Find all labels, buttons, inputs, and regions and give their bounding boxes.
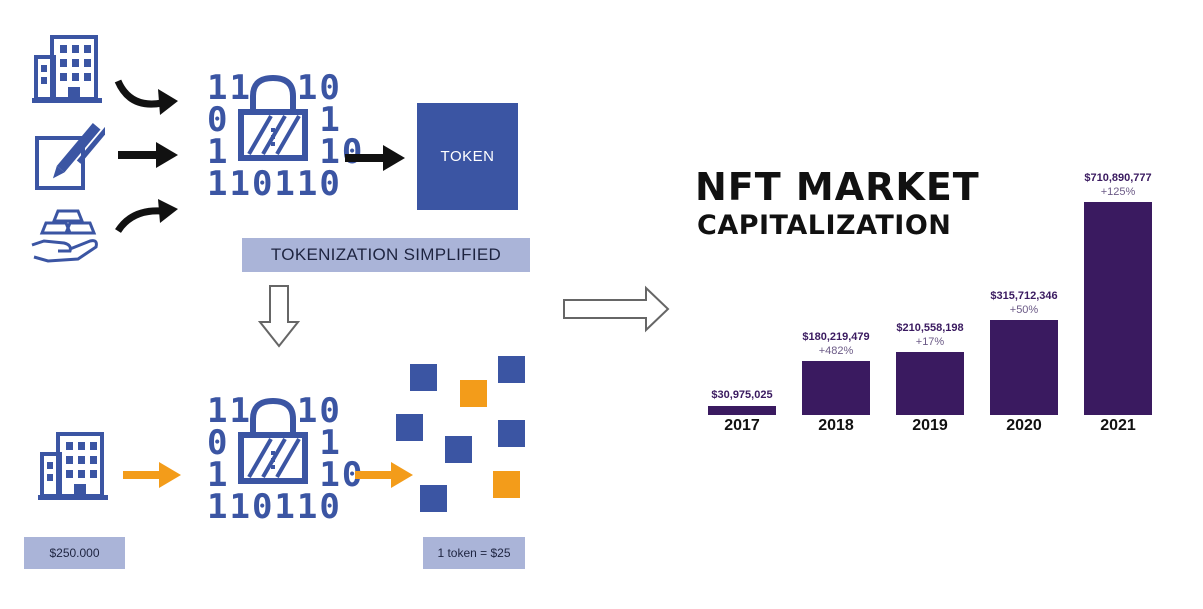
lock-icon [235,72,311,167]
growth-label: +125% [1100,186,1136,198]
value-label: $710,890,777 [1084,172,1152,184]
year-label: 2021 [1100,417,1136,434]
bar-2018 [802,361,870,415]
token-label: TOKEN [440,148,495,165]
orange-arrow-icon [123,460,183,490]
token-price-label: 1 token = $25 [423,537,525,569]
value-label: $180,219,479 [802,331,870,343]
bar-chart: 2017 $30,975,025 2018 $180,219,479 +482% 2019… [690,150,1180,450]
value-label: $315,712,346 [990,290,1058,303]
binary-lock-bottom: 11 10 0 1 1 10 110110 [207,391,362,530]
token-square [420,485,447,512]
token-price-text: 1 token = $25 [437,546,511,560]
asset-value-text: $250.000 [49,546,100,560]
token-square [493,471,520,498]
pen-paper-icon [33,120,105,192]
binary-line: 110110 [207,164,342,204]
token-square [498,420,525,447]
gold-hand-icon [30,205,105,267]
chart-title: NFT MARKET [695,165,980,209]
orange-arrow-icon [355,460,415,490]
growth-label: +482% [818,345,854,357]
growth-label: +50% [1009,304,1039,317]
building-icon [38,432,108,502]
year-label: 2020 [1006,417,1042,434]
token-box: TOKEN [417,103,518,210]
binary-lock-top: 11 10 0 1 1 10 110110 [207,68,362,207]
token-square [460,380,487,407]
binary-line: 11 10 [207,391,342,431]
token-square [410,364,437,391]
binary-line: 11 10 [207,68,342,108]
binary-line: 110110 [207,487,342,527]
token-square [445,436,472,463]
chart-subtitle: CAPITALIZATION [697,210,952,241]
building-icon [32,35,102,105]
token-square [396,414,423,441]
curved-arrow-icon [112,75,182,120]
year-label: 2018 [818,417,854,434]
token-square [498,356,525,383]
tokenization-caption: TOKENIZATION SIMPLIFIED [242,238,530,272]
growth-label: +17% [915,335,945,348]
curved-arrow-icon [112,195,182,240]
binary-line: 0 1 [207,423,342,463]
year-label: 2019 [912,417,948,434]
hollow-arrow-icon [258,284,300,350]
hollow-arrow-icon [562,284,672,334]
bar-2021 [1084,202,1152,415]
bar-2019 [896,351,964,415]
straight-arrow-icon [345,143,407,173]
lock-icon [235,395,311,490]
straight-arrow-icon [118,140,180,170]
value-label: $30,975,025 [711,388,773,401]
year-label: 2017 [724,417,760,434]
bar-2020 [990,320,1058,415]
value-label: $210,558,198 [896,321,964,334]
binary-line: 0 1 [207,100,342,140]
asset-value-label: $250.000 [24,537,125,569]
caption-text: TOKENIZATION SIMPLIFIED [270,245,502,264]
bar-2017 [708,405,776,415]
